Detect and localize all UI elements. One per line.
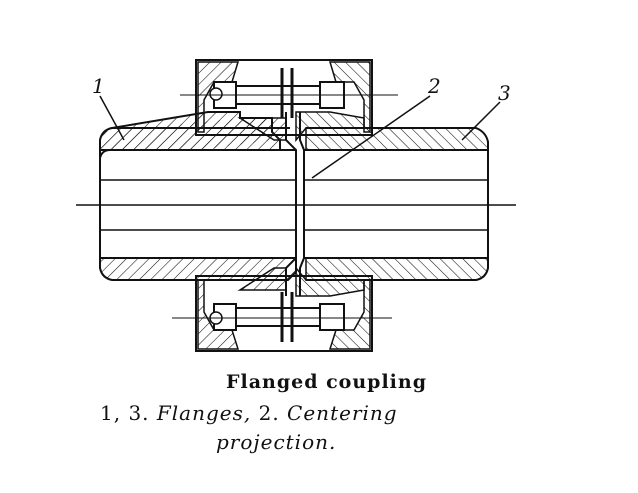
leader-lines bbox=[99, 95, 501, 179]
right-flange bbox=[295, 111, 489, 297]
caption-flanges: Flanges, bbox=[156, 401, 252, 425]
callout-label-3: 3 bbox=[498, 81, 511, 105]
caption-line-1: 1, 3. Flanges, 2. Centering bbox=[100, 401, 398, 425]
caption-number-2: 2. bbox=[258, 401, 280, 425]
bottom-bolt bbox=[209, 292, 345, 342]
caption-numbers-1-3: 1, 3. bbox=[100, 401, 150, 425]
center-lines bbox=[76, 94, 516, 319]
centering-projection bbox=[237, 112, 305, 296]
callout-label-2: 2 bbox=[428, 74, 441, 98]
caption-line-2: projection. bbox=[216, 430, 337, 454]
caption-centering: Centering bbox=[287, 401, 398, 425]
caption-title: Flanged coupling bbox=[226, 371, 427, 393]
callout-label-1: 1 bbox=[92, 74, 105, 98]
left-flange bbox=[99, 111, 297, 281]
